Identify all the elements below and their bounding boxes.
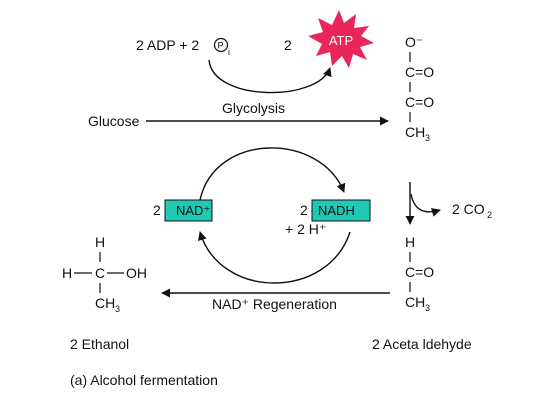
pyruvate-carbonyl-2: C=O <box>405 94 434 110</box>
pyruvate-methyl: CH <box>405 124 425 140</box>
co2-label: 2 CO <box>452 201 485 217</box>
figure-caption: (a) Alcohol fermentation <box>70 372 218 388</box>
ethanol-caption: 2 Ethanol <box>70 336 129 352</box>
phosphate-circle-icon <box>213 37 229 53</box>
nadh-box <box>311 199 371 222</box>
nadh-to-nad-arrow <box>197 231 351 284</box>
ethanol-methyl: CH <box>95 295 115 311</box>
atp-coefficient: 2 <box>284 37 292 53</box>
acetaldehyde-carbonyl: C=O <box>405 264 434 280</box>
acetaldehyde-caption: 2 Aceta ldehyde <box>372 336 472 352</box>
ethanol-carbon: C <box>95 265 105 281</box>
proton-label: + 2 H⁺ <box>285 221 326 237</box>
ethanol-methyl-subscript: 3 <box>115 304 120 314</box>
acetaldehyde-methyl-subscript: 3 <box>425 303 430 313</box>
atp-starburst-icon <box>308 10 374 68</box>
nad-box <box>164 199 213 222</box>
atp-label: ATP <box>329 33 353 48</box>
acetaldehyde-methyl: CH <box>405 294 425 310</box>
acetaldehyde-hydrogen: H <box>405 234 415 250</box>
nadh-label: NADH <box>318 203 355 218</box>
nad-regeneration-label: NAD⁺ Regeneration <box>212 296 337 312</box>
pyruvate-methyl-subscript: 3 <box>425 133 430 143</box>
ethanol-top-hydrogen: H <box>95 234 105 250</box>
pyruvate-carbonyl-1: C=O <box>405 64 434 80</box>
glucose-label: Glucose <box>88 113 140 129</box>
co2-subscript: 2 <box>487 210 492 220</box>
nad-to-nadh-arrow <box>199 147 346 201</box>
adp-phosphate-label: 2 ADP + 2 <box>136 37 199 53</box>
ethanol-left-hydrogen: H <box>62 265 72 281</box>
pyruvate-oxygen-minus: O⁻ <box>405 34 423 50</box>
co2-release-arrow <box>410 193 441 217</box>
atp-formation-arrow <box>208 59 332 94</box>
ethanol-hydroxyl: OH <box>126 265 147 281</box>
nad-label: NAD⁺ <box>176 203 210 218</box>
nadh-coefficient: 2 <box>300 202 308 218</box>
phosphate-symbol: P <box>218 41 224 51</box>
nad-coefficient: 2 <box>153 202 161 218</box>
phosphate-subscript: i <box>228 47 230 57</box>
glycolysis-label: Glycolysis <box>222 100 285 116</box>
